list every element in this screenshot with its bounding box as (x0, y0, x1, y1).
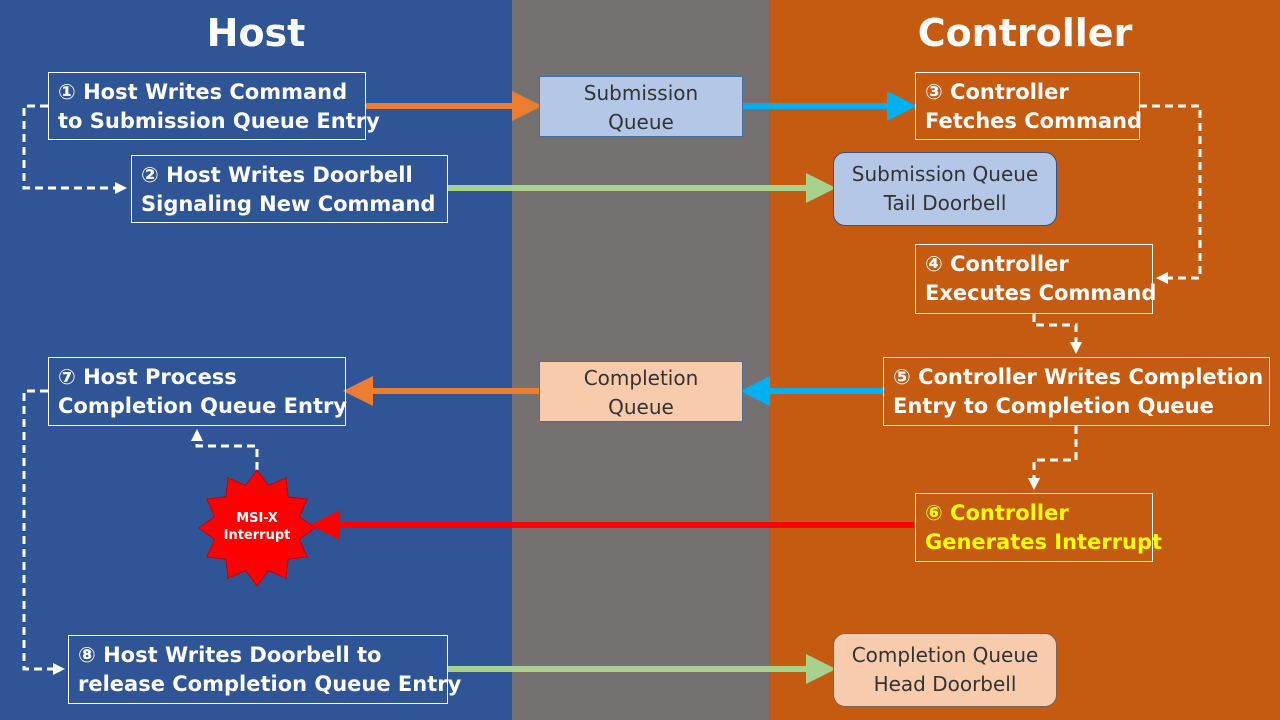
msi-x-interrupt-burst (198, 469, 316, 587)
step-4-controller-executes-command: ④ Controller Executes Command (915, 244, 1157, 314)
controller-heading: Controller (917, 11, 1133, 55)
completion-queue: Completion Queue (539, 361, 743, 422)
step-7-line-1: ⑦ Host Process (58, 365, 237, 389)
submission-queue-line-1: Submission (583, 81, 699, 105)
step-5-controller-writes-completion: ⑤ Controller Writes Completion Entry to … (883, 357, 1270, 426)
step-5-line-2: Entry to Completion Queue (893, 394, 1214, 418)
dashed-connector-step3-to-step4 (1139, 104, 1202, 284)
step-6-line-1: ⑥ Controller (925, 501, 1069, 525)
step-6-line-2: Generates Interrupt (925, 530, 1163, 554)
step-7-line-2: Completion Queue Entry (58, 394, 348, 418)
cq-head-doorbell-line-2: Head Doorbell (873, 672, 1017, 696)
step-3-line-1: ③ Controller (925, 80, 1069, 104)
submission-queue-tail-doorbell: Submission Queue Tail Doorbell (833, 152, 1057, 226)
completion-queue-head-doorbell: Completion Queue Head Doorbell (833, 633, 1057, 707)
dashed-connector-interrupt-to-step7 (191, 429, 259, 470)
step-1-host-writes-command: ① Host Writes Command to Submission Queu… (48, 72, 380, 140)
step-5-line-1: ⑤ Controller Writes Completion (893, 365, 1264, 389)
band-separator (769, 0, 770, 720)
dashed-connector-step7-to-step8 (22, 389, 65, 675)
host-band (0, 0, 512, 720)
cq-head-doorbell-line-1: Completion Queue (851, 643, 1039, 667)
dashed-connector-step4-to-step5 (1032, 314, 1082, 354)
step-4-line-1: ④ Controller (925, 252, 1069, 276)
step-8-line-1: ⑧ Host Writes Doorbell to (78, 643, 382, 667)
step-7-host-process-completion: ⑦ Host Process Completion Queue Entry (48, 357, 348, 426)
msi-x-interrupt-label: MSI-X Interrupt (207, 510, 307, 544)
dashed-connector-step5-to-step6 (1028, 426, 1078, 490)
submission-queue: Submission Queue (539, 76, 743, 137)
dashed-connector-step1-to-step2 (22, 104, 127, 194)
step-4-line-2: Executes Command (925, 281, 1157, 305)
step-2-line-2: Signaling New Command (141, 192, 436, 216)
step-8-line-2: release Completion Queue Entry (78, 672, 462, 696)
interrupt-line-2: Interrupt (223, 528, 291, 543)
step-3-controller-fetches-command: ③ Controller Fetches Command (915, 72, 1142, 140)
step-1-line-1: ① Host Writes Command (58, 80, 348, 104)
step-3-line-2: Fetches Command (925, 109, 1142, 133)
step-2-line-1: ② Host Writes Doorbell (141, 163, 413, 187)
completion-queue-line-1: Completion (583, 366, 699, 390)
host-heading: Host (206, 11, 306, 55)
step-6-controller-generates-interrupt: ⑥ Controller Generates Interrupt (915, 493, 1163, 562)
controller-band (770, 0, 1280, 720)
step-2-host-writes-doorbell: ② Host Writes Doorbell Signaling New Com… (131, 155, 448, 223)
step-1-line-2: to Submission Queue Entry (58, 109, 380, 133)
sq-tail-doorbell-line-2: Tail Doorbell (883, 191, 1007, 215)
sq-tail-doorbell-line-1: Submission Queue (851, 162, 1039, 186)
completion-queue-line-2: Queue (608, 395, 674, 419)
submission-queue-line-2: Queue (608, 110, 674, 134)
step-8-host-writes-doorbell-release: ⑧ Host Writes Doorbell to release Comple… (68, 635, 462, 704)
interrupt-line-1: MSI-X (236, 511, 278, 526)
